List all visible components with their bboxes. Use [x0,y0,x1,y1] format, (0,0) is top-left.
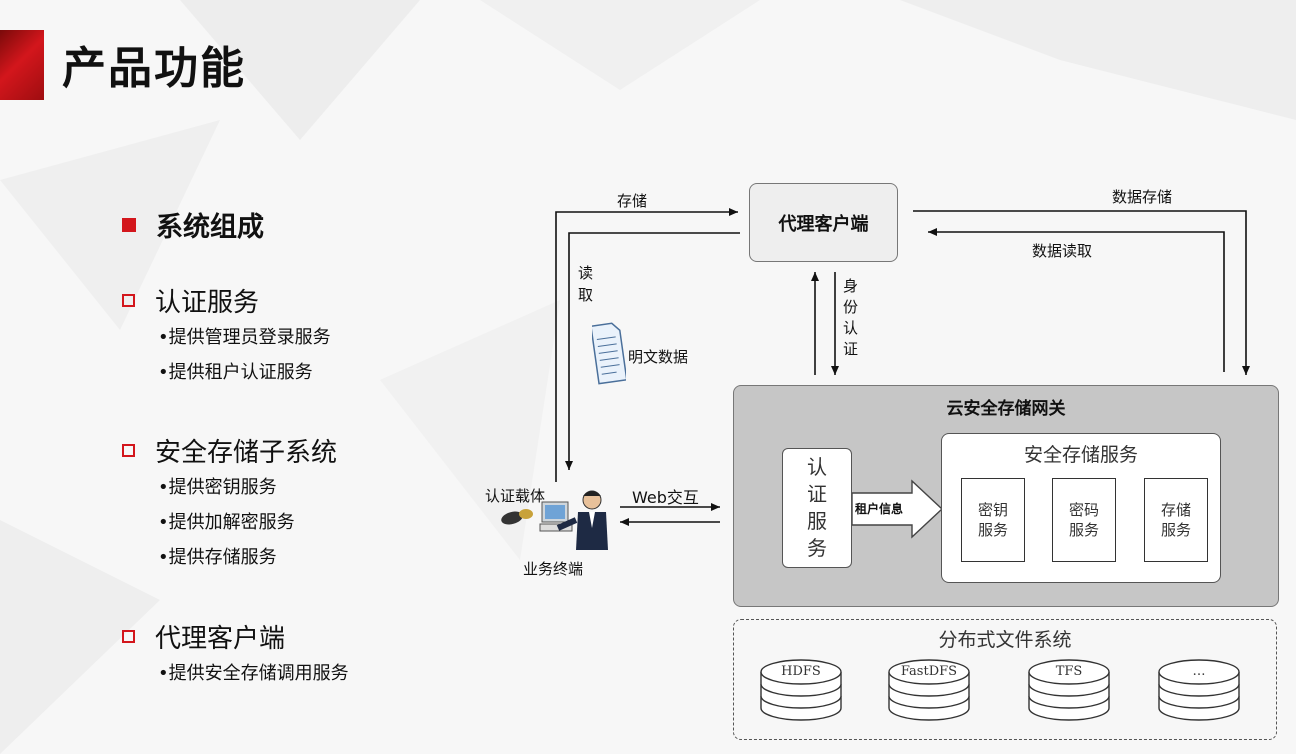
plaintext-label: 明文数据 [628,348,689,366]
auth-service-char: 务 [807,536,827,560]
data-read-arrow [928,228,1225,372]
auth-service-char: 服 [807,509,827,533]
auth-service-box: 认 证 服 务 [782,448,852,568]
tenant-info-arrow [852,479,944,539]
gateway-title: 云安全存储网关 [946,399,1066,419]
section-heading: 系统组成 [122,205,264,244]
database-disk-icon: FastDFS [886,650,972,730]
service-line: 存储 [1160,501,1191,519]
terminal-label: 业务终端 [523,560,584,578]
service-line: 密钥 [977,501,1008,519]
proxy-client-box: 代理客户端 [749,183,898,262]
auth-carrier-label: 认证载体 [485,487,546,505]
filesystem-label: FastDFS [900,664,958,679]
service-line: 密码 [1068,501,1099,519]
tenant-info-label: 租户信息 [855,502,904,516]
feature-heading: 代理客户端 [155,623,286,654]
feature-item: •提供安全存储调用服务 [158,663,349,684]
title-accent-bar [0,30,44,100]
feature-item: •提供加解密服务 [158,512,295,533]
database-disk-icon: … [1156,650,1242,730]
database-disk-icon: TFS [1026,650,1112,730]
feature-heading-row: 认证服务 [122,283,331,318]
terminal-user-icon [501,490,608,550]
read-arrow [565,232,740,470]
store-label: 存储 [617,192,648,210]
section-heading-text: 系统组成 [156,212,264,243]
identity-auth-char: 认 [843,319,859,337]
feature-item: •提供租户认证服务 [158,362,313,383]
identity-auth-label: 身 份 认 证 [843,276,858,360]
service-line: 服务 [1068,521,1099,539]
feature-group-proxy: 代理客户端 •提供安全存储调用服务 [122,619,349,691]
cloud-secure-storage-gateway: 云安全存储网关 认 证 服 务 租户信息 安全存储服务 密钥 服务 密码 服务 … [733,385,1279,607]
feature-group-storage: 安全存储子系统 •提供密钥服务 •提供加解密服务 •提供存储服务 [122,433,337,575]
filesystem-label: HDFS [781,664,821,679]
filesystem-label: TFS [1055,664,1083,679]
read-label-bottom: 取 [578,286,594,304]
secure-storage-service-title: 安全存储服务 [1023,444,1138,466]
auth-service-char: 认 [807,455,827,479]
distributed-file-system-box: 分布式文件系统 HDFS FastDFS TFS [733,619,1277,740]
key-service-box: 密钥 服务 [961,478,1025,562]
feature-item: •提供密钥服务 [158,477,277,498]
auth-service-char: 证 [807,482,827,506]
feature-heading-row: 安全存储子系统 [122,433,338,468]
store-arrow [555,208,738,482]
data-store-label: 数据存储 [1112,188,1173,206]
identity-auth-char: 证 [843,340,859,358]
feature-item: •提供管理员登录服务 [158,327,331,348]
hollow-square-bullet-icon [122,293,135,307]
feature-item: •提供存储服务 [158,547,277,568]
web-interaction-label: Web交互 [632,488,699,507]
read-label-top: 读 [578,264,594,282]
dfs-title: 分布式文件系统 [938,629,1072,651]
hollow-square-bullet-icon [122,443,135,457]
data-read-label: 数据读取 [1032,242,1093,260]
red-square-bullet-icon [122,217,136,232]
hollow-square-bullet-icon [122,629,135,643]
filesystem-label: … [1192,664,1206,679]
storage-service-box: 存储 服务 [1144,478,1208,562]
service-line: 服务 [977,521,1008,539]
feature-heading: 安全存储子系统 [155,437,338,468]
identity-auth-char: 身 [843,277,859,295]
feature-heading-row: 代理客户端 [122,619,349,654]
feature-heading: 认证服务 [155,287,260,318]
crypto-service-box: 密码 服务 [1052,478,1116,562]
data-store-arrow [913,210,1250,375]
secure-storage-service-box: 安全存储服务 密钥 服务 密码 服务 存储 服务 [941,433,1221,583]
document-icon [592,322,626,385]
identity-auth-char: 份 [843,298,859,316]
service-line: 服务 [1160,521,1191,539]
feature-group-auth: 认证服务 •提供管理员登录服务 •提供租户认证服务 [122,283,331,390]
database-disk-icon: HDFS [758,650,844,730]
page-title: 产品功能 [62,43,246,94]
